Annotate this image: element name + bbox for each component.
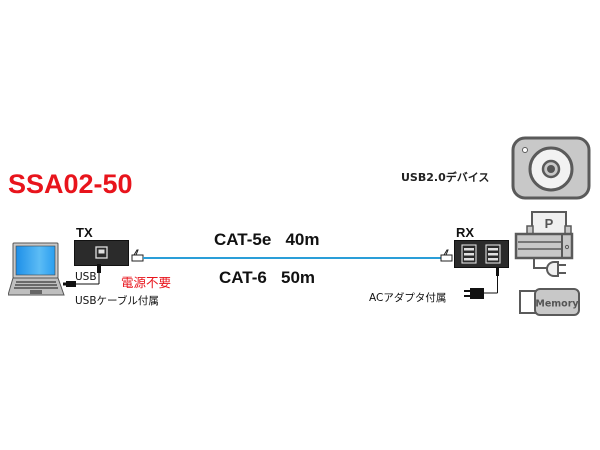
printer-icon: P bbox=[514, 211, 574, 277]
ac-adapter-icon bbox=[464, 267, 499, 299]
rj45-connector-icon bbox=[440, 249, 453, 262]
usb-a-dual-port-icon bbox=[461, 244, 501, 264]
lan-cable-line bbox=[150, 257, 445, 259]
laptop-icon bbox=[8, 242, 65, 296]
webcam-icon bbox=[511, 136, 591, 200]
ac-adapter-included-note: ACアダプタ付属 bbox=[369, 292, 447, 304]
rx-label: RX bbox=[456, 225, 475, 240]
usb-label: USB bbox=[75, 271, 97, 283]
cable-spec-cat5e: CAT-5e 40m bbox=[214, 230, 320, 249]
usb-cable-icon bbox=[63, 264, 101, 287]
no-power-required-note: 電源不要 bbox=[121, 275, 172, 290]
memory-label: Memory bbox=[535, 299, 579, 310]
usb-b-port-icon bbox=[95, 246, 108, 259]
model-number-title: SSA02-50 bbox=[8, 169, 133, 199]
usb-devices-label: USB2.0デバイス bbox=[401, 171, 490, 184]
usb-memory-icon: Memory bbox=[519, 288, 580, 316]
usb-cable-included-note: USBケーブル付属 bbox=[75, 295, 159, 307]
rx-unit bbox=[454, 240, 509, 268]
printer-paper-letter: P bbox=[545, 216, 554, 231]
tx-label: TX bbox=[76, 225, 93, 240]
tx-unit bbox=[74, 240, 129, 266]
cable-spec-cat6: CAT-6 50m bbox=[219, 268, 316, 287]
rj45-connector-icon bbox=[131, 249, 151, 262]
